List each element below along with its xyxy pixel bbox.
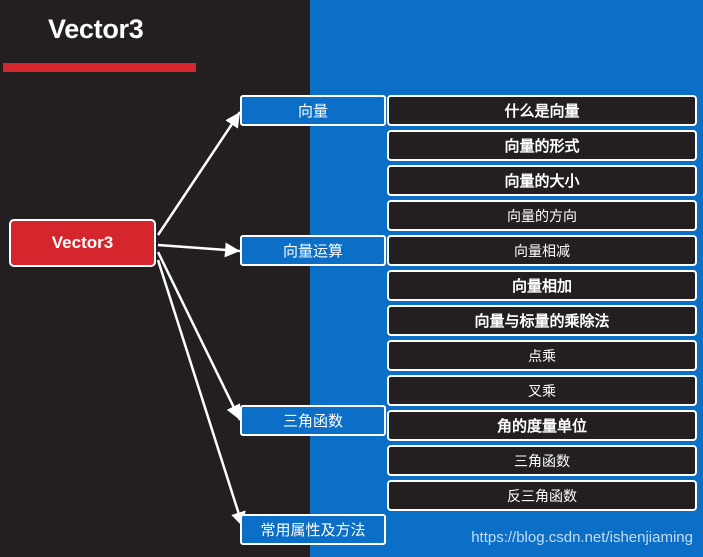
connector-root-to-branch-1 xyxy=(156,111,242,236)
leaf-node-vector-direction[interactable]: 向量的方向 xyxy=(387,200,697,231)
leaf-node-vector-form[interactable]: 向量的形式 xyxy=(387,130,697,161)
leaf-node-vector-subtraction[interactable]: 向量相减 xyxy=(387,235,697,266)
connector-root-to-branch-3 xyxy=(156,251,242,421)
branch-node-vector-operations[interactable]: 向量运算 xyxy=(240,235,386,266)
watermark-url: https://blog.csdn.net/ishenjiaming xyxy=(471,529,693,546)
leaf-node-angle-units[interactable]: 角的度量单位 xyxy=(387,410,697,441)
leaf-node-inverse-trig[interactable]: 反三角函数 xyxy=(387,480,697,511)
branch-node-common-properties[interactable]: 常用属性及方法 xyxy=(240,514,386,545)
leaf-node-dot-product[interactable]: 点乘 xyxy=(387,340,697,371)
leaf-node-vector-addition[interactable]: 向量相加 xyxy=(387,270,697,301)
title-underline-bar xyxy=(3,63,196,72)
root-node-vector3[interactable]: Vector3 xyxy=(9,219,156,267)
branch-node-trigonometry[interactable]: 三角函数 xyxy=(240,405,386,436)
leaf-node-scalar-multiply[interactable]: 向量与标量的乘除法 xyxy=(387,305,697,336)
leaf-node-vector-magnitude[interactable]: 向量的大小 xyxy=(387,165,697,196)
page-title: Vector3 xyxy=(48,14,144,44)
leaf-node-what-is-vector[interactable]: 什么是向量 xyxy=(387,95,697,126)
leaf-node-cross-product[interactable]: 叉乘 xyxy=(387,375,697,406)
branch-node-vector[interactable]: 向量 xyxy=(240,95,386,126)
connector-root-to-branch-4 xyxy=(156,259,246,528)
leaf-node-trig-functions[interactable]: 三角函数 xyxy=(387,445,697,476)
connector-root-to-branch-2 xyxy=(157,242,241,258)
